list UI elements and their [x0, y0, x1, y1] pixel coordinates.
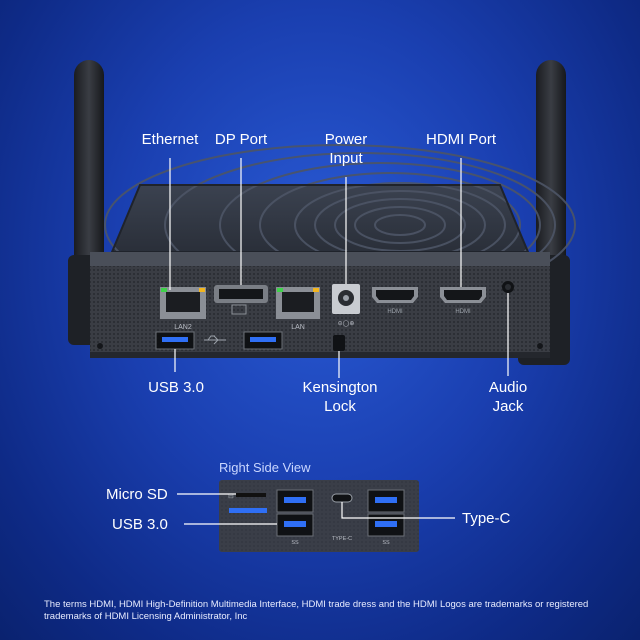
side-view-title: Right Side View: [219, 460, 311, 475]
label-usb30-side: USB 3.0: [112, 516, 168, 533]
callout-lines-bottom: [174, 293, 509, 378]
svg-text:⊟: ⊟: [228, 493, 234, 500]
hdmi-port-1: HDMI: [372, 287, 418, 315]
label-micro-sd: Micro SD: [106, 486, 168, 503]
footer-line-2: trademarks of HDMI Licensing Administrat…: [44, 611, 248, 622]
svg-text:⊝◯⊕: ⊝◯⊕: [338, 320, 355, 327]
callout-lines-top: [169, 158, 462, 290]
trademark-footer: The terms HDMI, HDMI High-Definition Mul…: [44, 599, 624, 623]
footer-line-1: The terms HDMI, HDMI High-Definition Mul…: [44, 599, 589, 610]
callout-lines-side: [177, 493, 455, 525]
label-power-input-line2: Input: [329, 150, 363, 167]
screw-icon: [97, 343, 103, 349]
hdmi-mark-2: HDMI: [455, 309, 471, 315]
power-input-port: ⊝◯⊕: [332, 284, 360, 327]
lan2-mark: LAN2: [174, 324, 192, 331]
label-kensington-line2: Lock: [324, 398, 356, 415]
label-audio-line1: Audio: [488, 379, 528, 396]
audio-jack: [502, 281, 514, 293]
label-ethernet: Ethernet: [141, 131, 199, 148]
screw-icon: [537, 343, 543, 349]
label-audio-line2: Jack: [492, 398, 524, 415]
right-side-view-panel: ⊟ SS TYPE-C SS: [219, 480, 419, 552]
side-usb-left: SS: [276, 489, 314, 546]
label-usb30-back: USB 3.0: [148, 379, 204, 396]
usb-symbol-icon: [204, 335, 226, 345]
label-type-c: Type-C: [462, 510, 511, 527]
ethernet-port-lan: LAN: [276, 287, 320, 331]
label-dp-port: DP Port: [214, 131, 268, 148]
kensington-lock-slot: [333, 335, 345, 351]
ethernet-port-lan2: LAN2: [160, 287, 206, 331]
ss-mark-right: SS: [382, 540, 390, 546]
label-kensington-line1: Kensington: [302, 379, 378, 396]
typec-mark: TYPE-C: [332, 536, 352, 542]
label-power-input-line1: Power: [324, 131, 368, 148]
lan-mark: LAN: [291, 324, 305, 331]
label-hdmi-port: HDMI Port: [425, 131, 496, 148]
usb-port-back-2: [243, 331, 283, 350]
dp-port: [214, 285, 268, 315]
side-usb-right: SS: [367, 489, 405, 546]
side-led-strip: [229, 508, 267, 513]
micro-sd-slot: [236, 493, 266, 497]
ss-mark-left: SS: [291, 540, 299, 546]
usb-port-back-1: [155, 331, 195, 350]
hdmi-mark-1: HDMI: [387, 309, 403, 315]
hdmi-port-2: HDMI: [440, 287, 486, 315]
